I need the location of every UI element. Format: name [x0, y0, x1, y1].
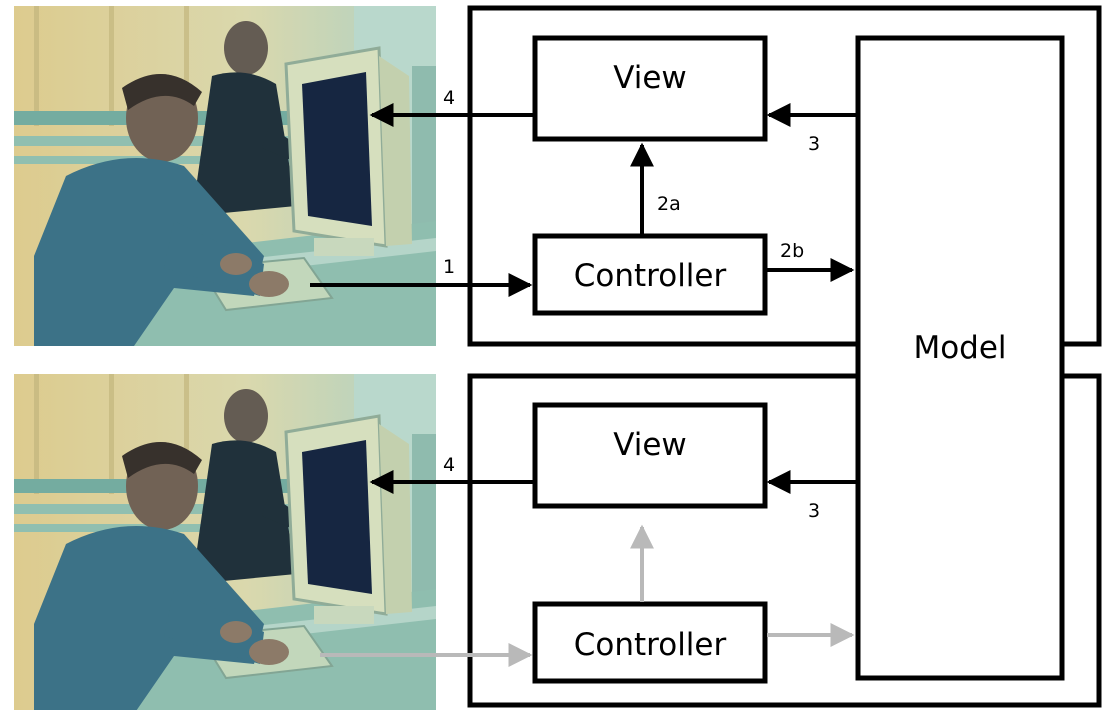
bottom-view-box — [532, 402, 768, 509]
top-step-3: 3 — [808, 133, 820, 155]
top-controller-box — [532, 233, 768, 316]
top-step-2a: 2a — [657, 193, 681, 215]
model-box — [855, 35, 1065, 681]
top-step-4: 4 — [443, 87, 455, 109]
top-step-1: 1 — [443, 256, 455, 278]
top-frame — [467, 5, 1102, 347]
top-view-box — [532, 35, 768, 142]
bottom-view-label: View — [613, 427, 687, 463]
users-at-computer-photo — [12, 4, 438, 348]
top-view-label: View — [613, 60, 687, 96]
users-at-computer-photo — [12, 372, 438, 710]
top-controller-label: Controller — [574, 258, 727, 294]
bottom-step-3: 3 — [808, 500, 820, 522]
bottom-frame — [467, 373, 1102, 708]
bottom-controller-label: Controller — [574, 627, 727, 663]
model-label: Model — [913, 330, 1006, 366]
bottom-controller-box — [532, 601, 768, 684]
bottom-step-4: 4 — [443, 454, 455, 476]
top-step-2b: 2b — [780, 240, 804, 262]
